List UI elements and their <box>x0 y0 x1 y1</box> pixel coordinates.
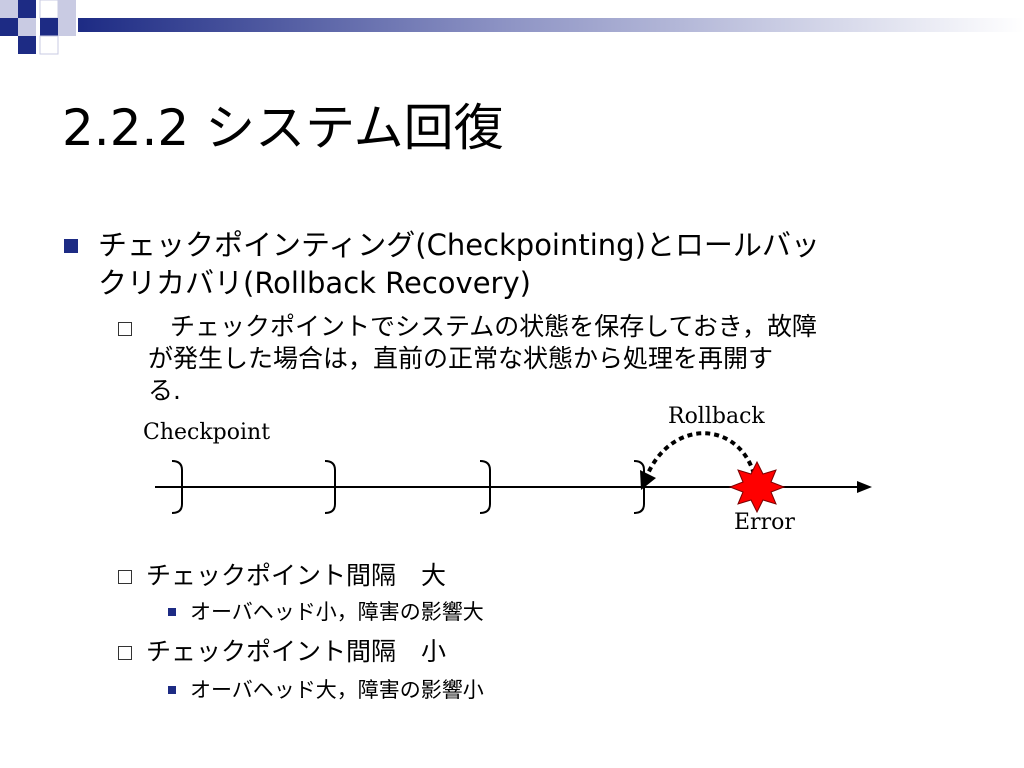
bullet-checkpointing-line1: チェックポインティング(Checkpointing)とロールバッ <box>98 228 820 262</box>
sub-bullet-description-line3: る. <box>148 376 181 405</box>
checkpoint-bracket-1 <box>171 460 183 514</box>
checkpoint-bracket-2 <box>324 460 336 514</box>
error-label: Error <box>734 510 795 535</box>
hollow-square-bullet-icon <box>118 322 132 336</box>
sub-bullet-description-line1: チェックポイントでシステムの状態を保存しておき，故障 <box>170 312 818 341</box>
rollback-arc <box>644 431 756 479</box>
detail-large-interval: オーバヘッド小，障害の影響大 <box>190 600 484 624</box>
small-square-bullet-icon <box>168 608 176 616</box>
sub-bullet-large-interval: チェックポイント間隔 大 <box>146 561 447 590</box>
sub-bullet-description-line2: が発生した場合は，直前の正常な状態から処理を再開す <box>148 344 774 373</box>
slide-title: 2.2.2 システム回復 <box>62 99 504 157</box>
rollback-label: Rollback <box>668 404 765 429</box>
detail-small-interval: オーバヘッド大，障害の影響小 <box>190 678 484 702</box>
bullet-checkpointing-line2: クリカバリ(Rollback Recovery) <box>98 266 531 300</box>
checkpoint-label: Checkpoint <box>143 420 271 445</box>
rollback-arrowhead <box>640 470 656 490</box>
checkpoint-timeline-diagram <box>155 431 872 514</box>
timeline-arrowhead <box>857 481 872 493</box>
explosion-star-icon <box>728 460 786 514</box>
hollow-square-bullet-icon <box>118 570 132 584</box>
sub-bullet-small-interval: チェックポイント間隔 小 <box>146 637 447 666</box>
small-square-bullet-icon <box>168 686 176 694</box>
hollow-square-bullet-icon <box>118 646 132 660</box>
checkpoint-bracket-3 <box>479 460 491 514</box>
corner-decoration <box>0 0 1024 55</box>
square-bullet-icon <box>64 239 78 253</box>
